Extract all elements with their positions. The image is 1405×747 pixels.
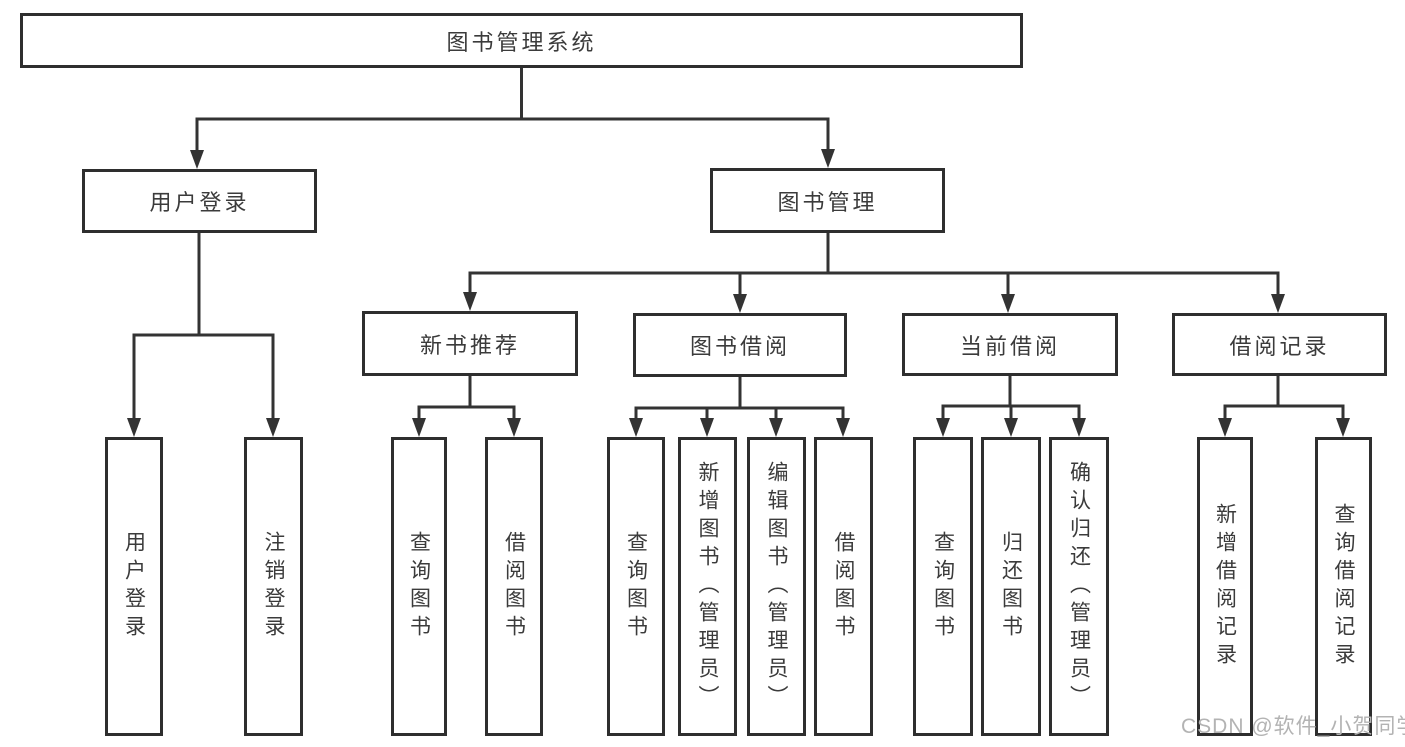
leaf-query-books-3: 查询图书 bbox=[913, 437, 973, 736]
leaf-borrow-books-2-label: 借阅图书 bbox=[832, 530, 855, 643]
connector-borrow-record bbox=[1223, 376, 1345, 423]
leaf-user-login: 用户登录 bbox=[105, 437, 163, 736]
node-borrow-record-label: 借阅记录 bbox=[1229, 333, 1330, 359]
leaf-edit-books-admin: 编辑图书（管理员） bbox=[747, 437, 806, 736]
leaf-edit-books-admin-label: 编辑图书（管理员） bbox=[765, 460, 788, 713]
node-root: 图书管理系统 bbox=[20, 13, 1023, 68]
leaf-logout-label: 注销登录 bbox=[262, 530, 285, 643]
leaf-borrow-books-1-label: 借阅图书 bbox=[502, 530, 526, 643]
leaf-borrow-books-1: 借阅图书 bbox=[485, 437, 543, 736]
leaf-query-books-3-label: 查询图书 bbox=[931, 530, 955, 643]
node-borrow-record: 借阅记录 bbox=[1172, 313, 1387, 376]
node-book-borrow: 图书借阅 bbox=[633, 313, 847, 377]
leaf-query-books-1-label: 查询图书 bbox=[407, 530, 431, 643]
connector-new-book bbox=[417, 376, 516, 423]
connector-user-login bbox=[132, 233, 275, 423]
node-book-management: 图书管理 bbox=[710, 168, 945, 233]
node-new-book-recommend-label: 新书推荐 bbox=[419, 332, 520, 358]
leaf-query-books-1: 查询图书 bbox=[391, 437, 447, 736]
leaf-add-books-admin: 新增图书（管理员） bbox=[678, 437, 737, 736]
node-current-borrow-label: 当前借阅 bbox=[959, 333, 1060, 359]
leaf-logout: 注销登录 bbox=[244, 437, 303, 736]
node-book-management-label: 图书管理 bbox=[777, 189, 878, 215]
leaf-return-books-label: 归还图书 bbox=[999, 530, 1023, 643]
node-user-login: 用户登录 bbox=[82, 169, 317, 233]
leaf-add-borrow-record: 新增借阅记录 bbox=[1197, 437, 1253, 736]
leaf-add-borrow-record-label: 新增借阅记录 bbox=[1213, 502, 1237, 671]
node-user-login-label: 用户登录 bbox=[149, 190, 250, 215]
connector-root bbox=[195, 68, 830, 155]
connector-book-management bbox=[468, 233, 1280, 299]
node-book-borrow-label: 图书借阅 bbox=[689, 334, 790, 359]
node-root-label: 图书管理系统 bbox=[446, 29, 597, 55]
leaf-user-login-label: 用户登录 bbox=[122, 530, 146, 643]
leaf-confirm-return-admin: 确认归还（管理员） bbox=[1049, 437, 1109, 736]
arrowheads bbox=[127, 149, 1350, 437]
node-new-book-recommend: 新书推荐 bbox=[362, 311, 578, 376]
connector-current-borrow bbox=[941, 376, 1081, 423]
connector-book-borrow bbox=[634, 377, 845, 423]
leaf-confirm-return-admin-label: 确认归还（管理员） bbox=[1067, 460, 1091, 713]
leaf-return-books: 归还图书 bbox=[981, 437, 1041, 736]
leaf-query-books-2: 查询图书 bbox=[607, 437, 665, 736]
leaf-add-books-admin-label: 新增图书（管理员） bbox=[696, 460, 719, 713]
leaf-query-books-2-label: 查询图书 bbox=[624, 530, 648, 643]
leaf-query-borrow-record-label: 查询借阅记录 bbox=[1332, 502, 1355, 671]
leaf-query-borrow-record: 查询借阅记录 bbox=[1315, 437, 1372, 736]
node-current-borrow: 当前借阅 bbox=[902, 313, 1118, 376]
csdn-watermark: CSDN @软件_小贺同学 bbox=[1181, 715, 1405, 738]
leaf-borrow-books-2: 借阅图书 bbox=[814, 437, 873, 736]
